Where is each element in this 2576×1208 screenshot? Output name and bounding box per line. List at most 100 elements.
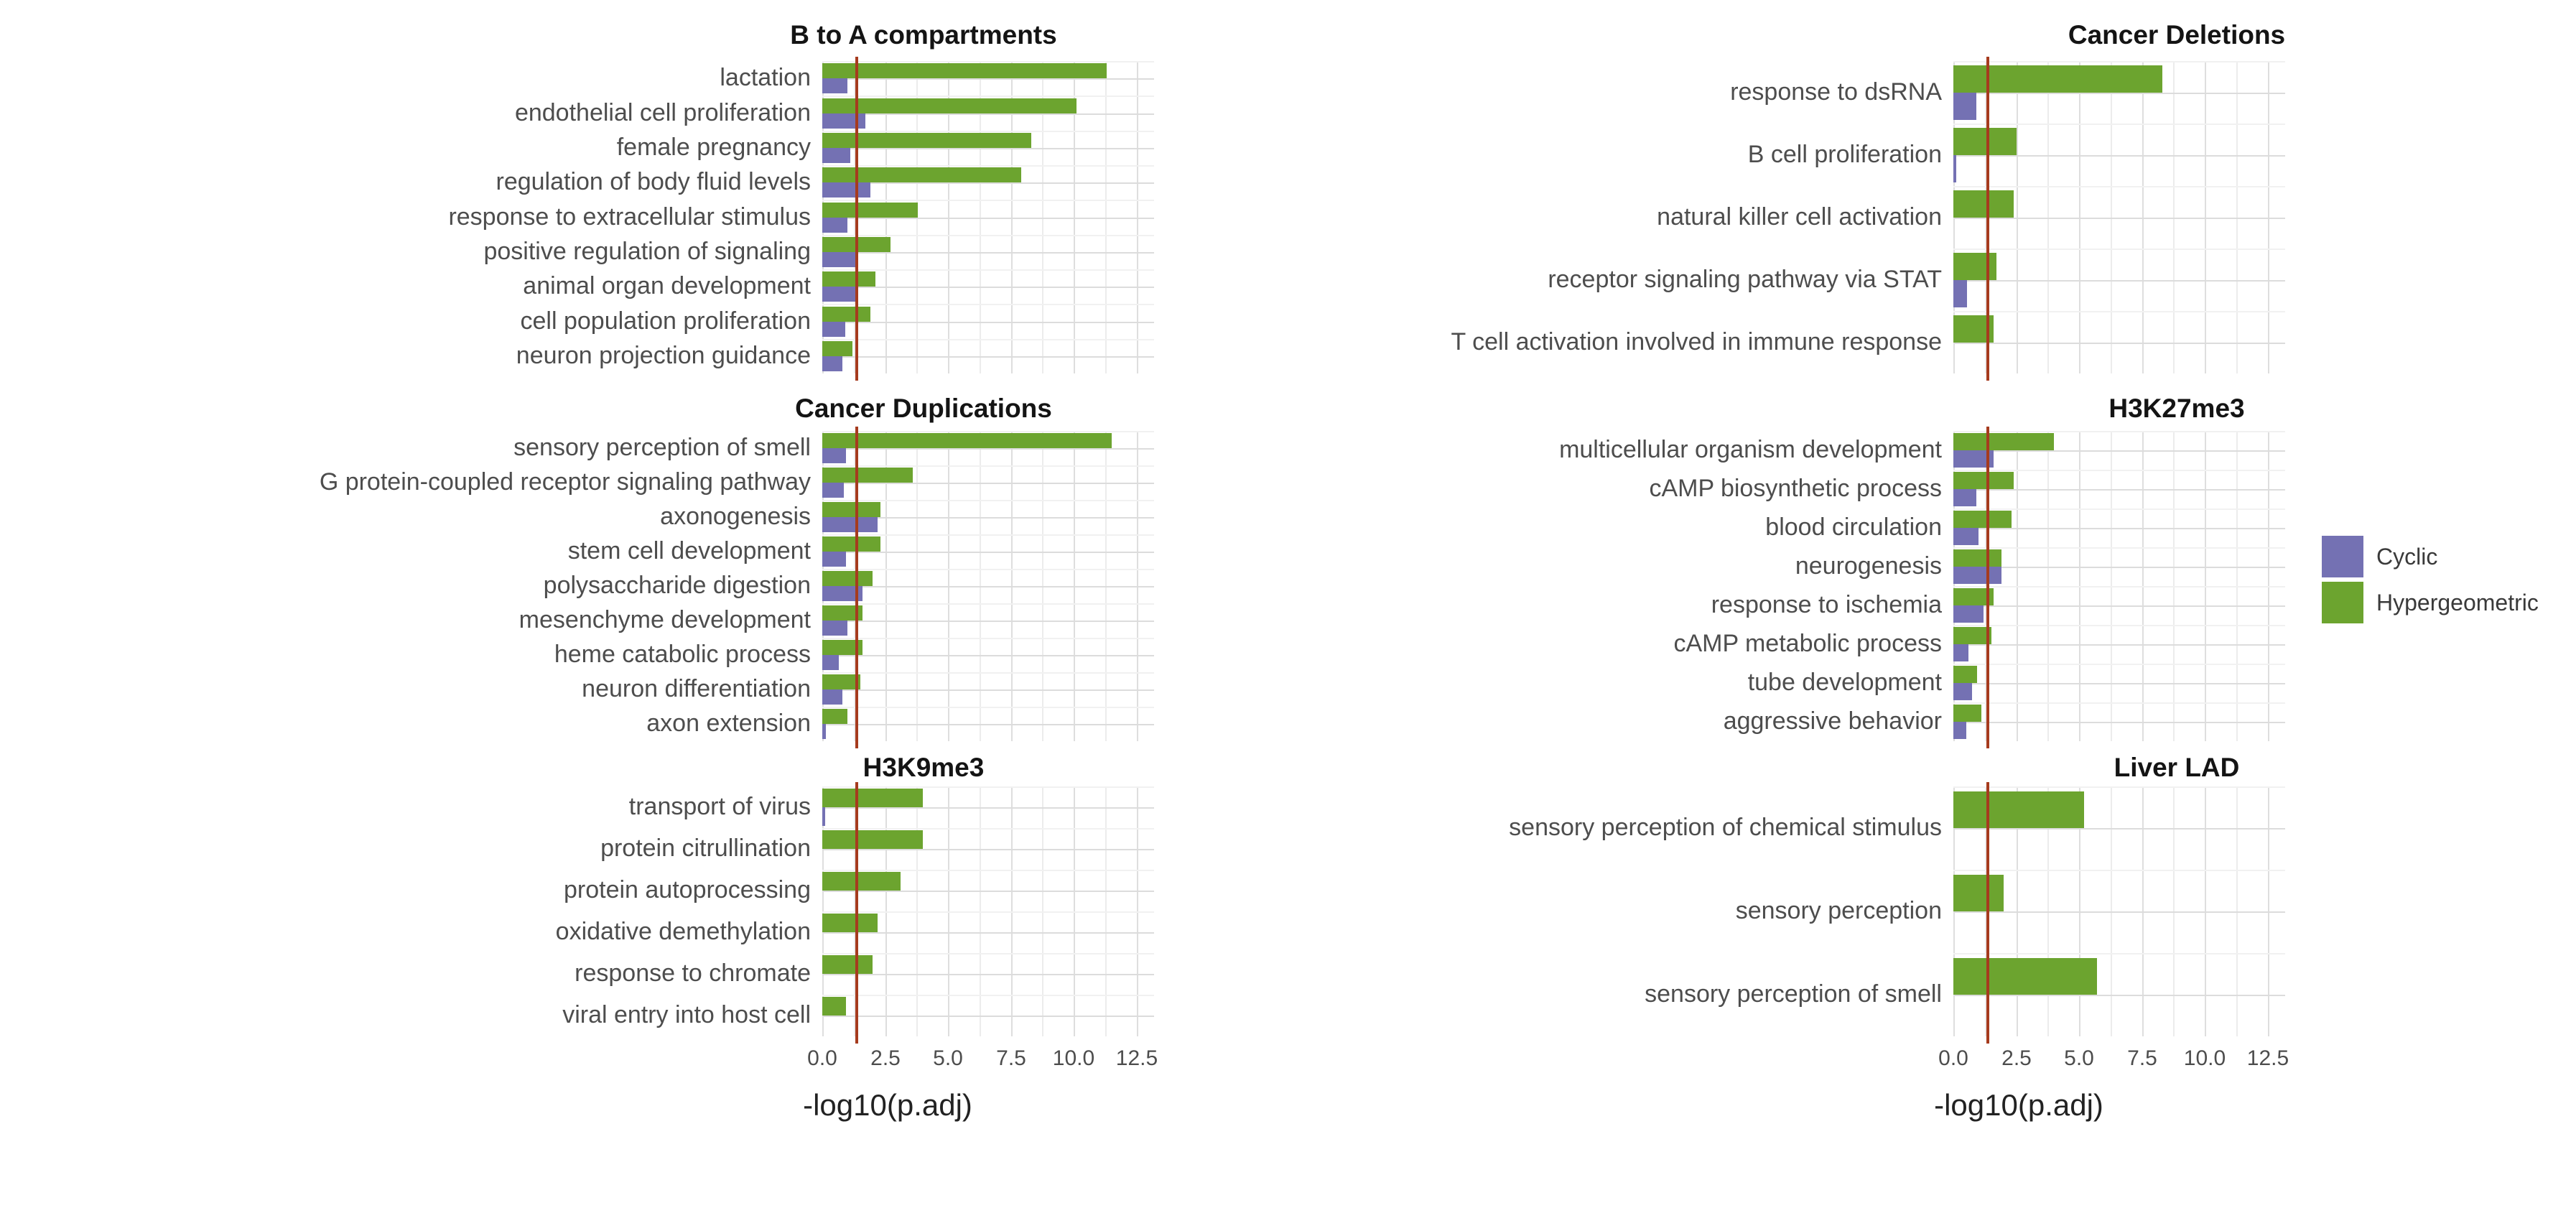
gridline-vertical — [916, 61, 918, 373]
gridline-horizontal-minor — [822, 465, 1154, 467]
category-label-oxidative-demethylation: oxidative demethylation — [555, 918, 811, 946]
gridline-vertical — [1042, 786, 1043, 1036]
bar-cyclic-multicellular-organism-development — [1953, 450, 1994, 468]
gridline-vertical — [2205, 431, 2206, 741]
gridline-horizontal-minor — [1953, 470, 2285, 471]
gridline-horizontal-minor — [822, 131, 1154, 132]
bar-cyclic-response-to-ischemia — [1953, 605, 1984, 623]
bar-hypergeometric-tube-development — [1953, 666, 1977, 683]
x-tick-label: 7.5 — [996, 1046, 1026, 1070]
bar-hypergeometric-mesenchyme-development — [822, 605, 862, 621]
gridline-horizontal-minor — [822, 534, 1154, 536]
gridline-vertical — [2017, 431, 2018, 741]
category-label-response-to-ischemia: response to ischemia — [1711, 591, 1942, 619]
gridline-horizontal-minor — [822, 707, 1154, 708]
panel-title-cancer-deletions: Cancer Deletions — [2068, 20, 2286, 50]
hypergeometric-swatch-icon — [2322, 582, 2363, 623]
gridline-vertical — [2268, 786, 2269, 1036]
bar-cyclic-female-pregnancy — [822, 148, 850, 163]
bar-cyclic-axonogenesis — [822, 517, 878, 532]
bar-hypergeometric-polysaccharide-digestion — [822, 571, 873, 586]
bar-cyclic-cell-population-proliferation — [822, 322, 845, 337]
gridline-horizontal-minor — [1953, 547, 2285, 549]
bar-hypergeometric-b-cell-proliferation — [1953, 128, 2017, 155]
x-tick-label: 0.0 — [807, 1046, 837, 1070]
bar-hypergeometric-blood-circulation — [1953, 511, 2012, 528]
gridline-horizontal-minor — [822, 61, 1154, 62]
bar-hypergeometric-aggressive-behavior — [1953, 705, 1981, 722]
gridline-vertical — [2173, 61, 2175, 373]
x-axis-title: -log10(p.adj) — [803, 1088, 972, 1122]
gridline-vertical — [948, 431, 949, 741]
bar-hypergeometric-oxidative-demethylation — [822, 914, 878, 932]
bar-hypergeometric-sensory-perception-of-chemical-stimulus — [1953, 791, 2084, 828]
gridline-vertical — [1953, 786, 1955, 1036]
category-label-response-to-chromate: response to chromate — [575, 960, 811, 988]
gridline-horizontal-major — [822, 218, 1154, 219]
bar-cyclic-neuron-differentiation — [822, 689, 842, 705]
gridline-vertical — [2142, 431, 2144, 741]
category-label-multicellular-organism-development: multicellular organism development — [1559, 436, 1942, 464]
gridline-vertical — [822, 786, 824, 1036]
category-label-sensory-perception-of-smell: sensory perception of smell — [513, 434, 811, 462]
bar-hypergeometric-axon-extension — [822, 709, 847, 724]
gridline-horizontal-minor — [1953, 508, 2285, 510]
gridline-vertical — [2268, 61, 2269, 373]
bar-hypergeometric-g-protein-coupled-receptor-signaling-pathway — [822, 468, 913, 483]
category-label-receptor-signaling-pathway-via-stat: receptor signaling pathway via STAT — [1548, 266, 1942, 294]
gridline-horizontal-major — [1953, 155, 2285, 157]
bar-cyclic-lactation — [822, 78, 847, 93]
gridline-horizontal-major — [822, 974, 1154, 975]
significance-threshold-line — [1986, 782, 1989, 1044]
gridline-vertical — [1137, 786, 1138, 1036]
gridline-horizontal-major — [1953, 605, 2285, 607]
x-tick-label: 0.0 — [1938, 1046, 1968, 1070]
bar-hypergeometric-lactation — [822, 63, 1107, 78]
plot-area-h3k9me3 — [822, 782, 1154, 1044]
cyclic-swatch-icon — [2322, 536, 2363, 577]
gridline-vertical — [885, 431, 887, 741]
gridline-vertical — [2047, 431, 2049, 741]
legend-label-cyclic: Cyclic — [2376, 543, 2438, 570]
category-label-g-protein-coupled-receptor-signaling-pathway: G protein-coupled receptor signaling pat… — [319, 468, 811, 496]
gridline-horizontal-major — [822, 252, 1154, 254]
gridline-horizontal-major — [822, 552, 1154, 553]
category-label-t-cell-activation-involved-in-immune-response: T cell activation involved in immune res… — [1451, 328, 1943, 356]
category-label-axon-extension: axon extension — [646, 710, 811, 738]
bar-hypergeometric-positive-regulation-of-signaling — [822, 237, 891, 252]
legend: Cyclic Hypergeometric — [2322, 536, 2539, 628]
bar-hypergeometric-response-to-chromate — [822, 955, 873, 974]
gridline-horizontal-minor — [1953, 664, 2285, 665]
plot-area-cancer-deletions — [1953, 57, 2285, 381]
gridline-vertical — [854, 431, 855, 741]
gridline-vertical — [1105, 431, 1107, 741]
bar-cyclic-tube-development — [1953, 683, 1972, 700]
gridline-horizontal-major — [1953, 528, 2285, 529]
bar-hypergeometric-camp-biosynthetic-process — [1953, 472, 2014, 489]
bar-hypergeometric-cell-population-proliferation — [822, 307, 870, 322]
bar-cyclic-neurogenesis — [1953, 567, 2001, 584]
gridline-horizontal-major — [822, 322, 1154, 323]
legend-item-hypergeometric: Hypergeometric — [2322, 582, 2539, 623]
gridline-vertical — [1074, 431, 1075, 741]
gridline-horizontal-minor — [822, 828, 1154, 830]
panel-title-liver-lad: Liver LAD — [2114, 753, 2240, 782]
panel-title-cancer-duplications: Cancer Duplications — [795, 394, 1052, 423]
x-axis-title: -log10(p.adj) — [1934, 1088, 2103, 1122]
gridline-horizontal-minor — [822, 953, 1154, 954]
category-label-endothelial-cell-proliferation: endothelial cell proliferation — [514, 99, 811, 127]
category-label-neuron-differentiation: neuron differentiation — [582, 675, 811, 703]
bar-hypergeometric-regulation-of-body-fluid-levels — [822, 167, 1021, 182]
category-label-neurogenesis: neurogenesis — [1795, 552, 1942, 580]
gridline-vertical — [1011, 61, 1013, 373]
gridline-vertical — [2236, 61, 2238, 373]
gridline-horizontal-minor — [822, 911, 1154, 913]
gridline-horizontal-minor — [822, 235, 1154, 236]
plot-area-cancer-duplications — [822, 427, 1154, 748]
gridline-vertical — [1074, 786, 1075, 1036]
bar-hypergeometric-neuron-differentiation — [822, 674, 860, 689]
gridline-vertical — [1137, 61, 1138, 373]
